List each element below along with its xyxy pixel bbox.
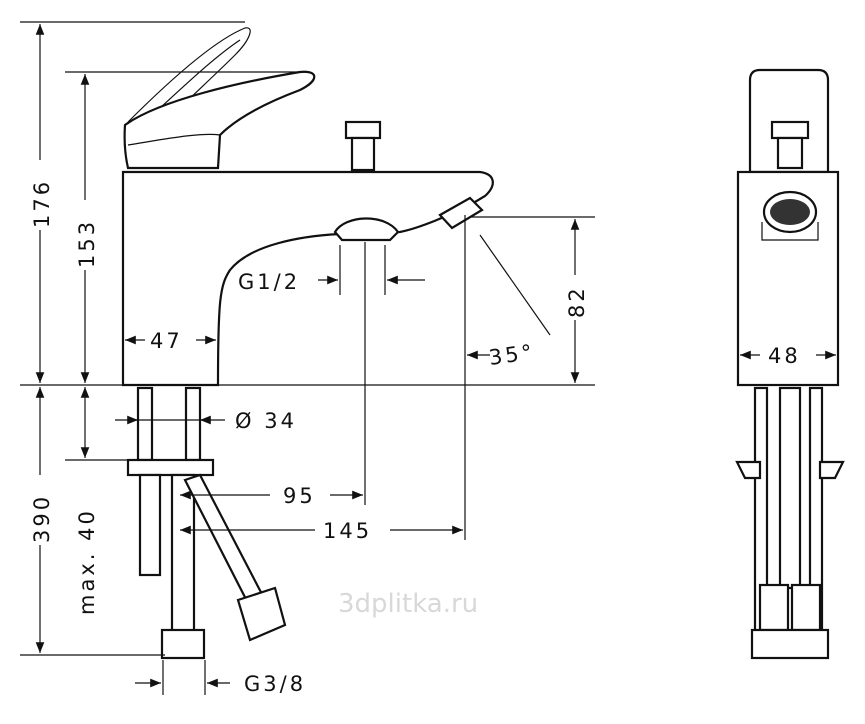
- dim-body-height: 153: [75, 219, 99, 268]
- dim-spout-height: 82: [565, 285, 589, 318]
- dim-outlet-offset: 95: [283, 484, 316, 508]
- dim-pipe-diameter: Ø 34: [235, 409, 297, 433]
- diverter-knob: [344, 120, 382, 140]
- dim-side-width: 48: [768, 344, 801, 368]
- body-spout: [121, 170, 494, 387]
- watermark: 3dplitka.ru: [338, 589, 478, 619]
- faucet-side-view: [735, 68, 845, 660]
- dim-spout-thread: G1/2: [238, 270, 300, 294]
- dim-total-height: 176: [30, 179, 54, 228]
- dim-body-width: 47: [150, 329, 183, 353]
- dim-connection-thread: G3/8: [244, 672, 306, 696]
- mounting-plate: [126, 458, 215, 477]
- dim-spout-angle: 35°: [487, 340, 536, 370]
- threaded-rod: [138, 473, 162, 577]
- dim-max-deck: max. 40: [75, 508, 99, 615]
- handle: [123, 70, 316, 170]
- hose-left: [170, 473, 196, 637]
- dim-spout-reach: 145: [323, 519, 372, 543]
- dim-hose-length: 390: [30, 494, 54, 543]
- aerator: [333, 217, 400, 242]
- hand-shower-outlet: [438, 196, 484, 230]
